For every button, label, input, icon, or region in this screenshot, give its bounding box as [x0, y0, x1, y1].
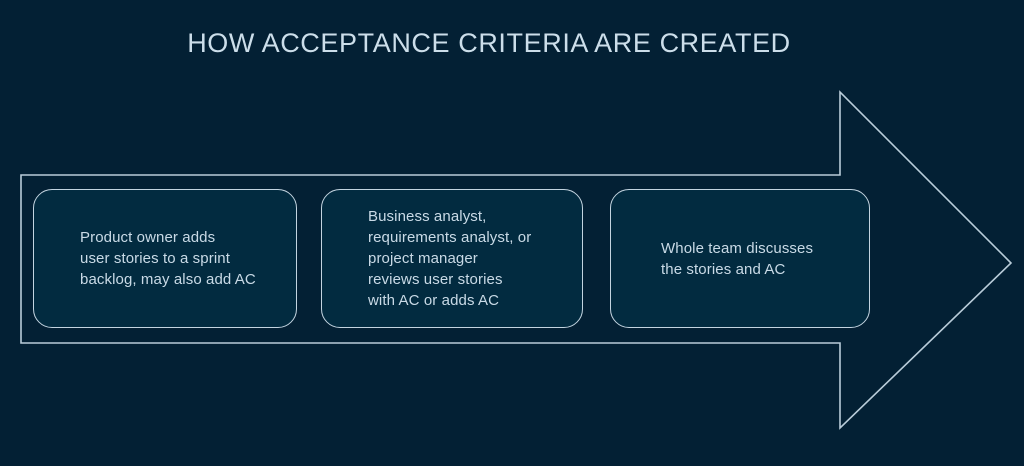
step-box-1[interactable]: Product owner adds user stories to a spr… — [33, 189, 297, 328]
step-box-3[interactable]: Whole team discusses the stories and AC — [610, 189, 870, 328]
page-title: HOW ACCEPTANCE CRITERIA ARE CREATED — [187, 28, 791, 58]
step-box-2[interactable]: Business analyst, requirements analyst, … — [321, 189, 583, 328]
arrow-outline-path — [20, 90, 1013, 430]
step-2-text: Business analyst, requirements analyst, … — [368, 208, 532, 309]
step-1-text: Product owner adds user stories to a spr… — [80, 229, 256, 288]
step-3-text: Whole team discusses the stories and AC — [661, 239, 814, 278]
